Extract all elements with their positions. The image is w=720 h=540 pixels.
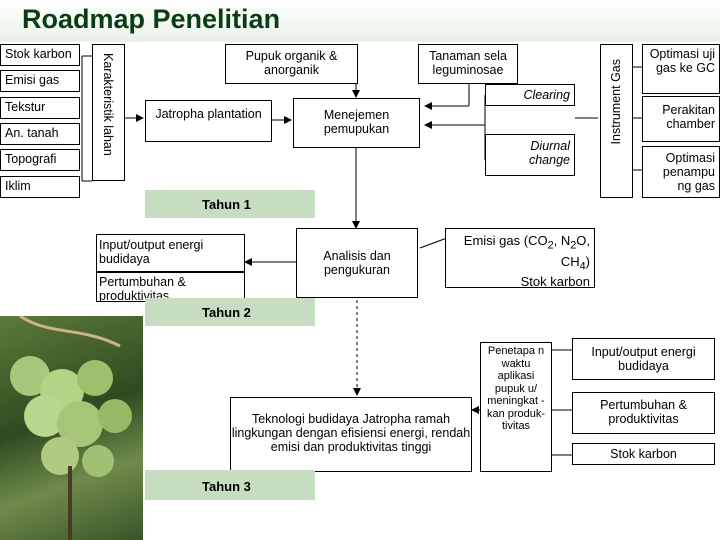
penetapan-box: Penetapa n waktu aplikasi pupuk u/ menin… xyxy=(480,342,552,472)
tahun2-band xyxy=(145,298,315,326)
diurnal-box: Diurnal change xyxy=(485,134,575,176)
left-item-an-tanah: An. tanah xyxy=(0,123,80,145)
right-item-optimasi-gc: Optimasi uji gas ke GC xyxy=(642,44,720,94)
tahun3-label: Tahun 3 xyxy=(202,479,251,494)
emisi-co2-sub: 2 xyxy=(547,239,554,252)
instrument-gas-label: Instrument Gas xyxy=(609,59,623,145)
teknologi-box: Teknologi budidaya Jatropha ramah lingku… xyxy=(230,397,472,472)
right-bottom-stok-karbon: Stok karbon xyxy=(572,443,715,465)
analisis-box: Analisis dan pengukuran xyxy=(296,228,418,298)
tahun1-band xyxy=(145,190,315,218)
tahun1-label: Tahun 1 xyxy=(202,197,251,212)
karakteristik-lahan-label: Karakteristik lahan xyxy=(101,53,115,156)
right-bottom-io-energi: Input/output energi budidaya xyxy=(572,338,715,380)
tahun3-band xyxy=(145,470,315,500)
emisi-ch4-sub: 4 xyxy=(579,260,586,273)
left-item-tekstur: Tekstur xyxy=(0,97,80,119)
pertumbuhan-box: Pertumbuhan & produktivitas xyxy=(96,272,245,302)
page-title: Roadmap Penelitian xyxy=(22,4,281,34)
right-item-perakitan: Perakitan chamber xyxy=(642,96,720,142)
emisi-prefix: Emisi gas (CO xyxy=(463,233,548,248)
clearing-box: Clearing xyxy=(485,84,575,106)
jatropha-box: Jatropha plantation xyxy=(145,100,272,142)
jatropha-fruit-photo xyxy=(0,316,143,540)
karakteristik-lahan-box: Karakteristik lahan xyxy=(92,44,125,181)
pupuk-box: Pupuk organik & anorganik xyxy=(225,44,358,84)
emisi-stok-karbon: Stok karbon xyxy=(520,274,590,288)
right-bottom-pertumbuhan: Pertumbuhan & produktivitas xyxy=(572,392,715,434)
left-item-stok-karbon: Stok karbon xyxy=(0,44,80,66)
emisi-suffix: ) xyxy=(585,253,590,269)
title-band xyxy=(0,0,720,42)
menejemen-box: Menejemen pemupukan xyxy=(293,98,420,148)
tahun2-label: Tahun 2 xyxy=(202,305,251,320)
fruit-cluster-image xyxy=(10,316,132,540)
left-item-topografi: Topografi xyxy=(0,149,80,171)
emisi-mid2: O, CH xyxy=(560,233,590,269)
emisi-n2o-sub: 2 xyxy=(570,239,577,252)
tanaman-sela-box: Tanaman sela leguminosae xyxy=(418,44,518,84)
io-energi-box: Input/output energi budidaya xyxy=(96,234,245,272)
right-item-optimasi-penampung: Optimasi penampu ng gas xyxy=(642,146,720,198)
instrument-gas-box: Instrument Gas xyxy=(600,44,633,198)
left-item-emisi-gas: Emisi gas xyxy=(0,70,80,92)
left-item-iklim: Iklim xyxy=(0,176,80,198)
emisi-stok-box: Emisi gas (CO2, N2O, CH4) Stok karbon xyxy=(445,228,595,288)
emisi-mid1: , N xyxy=(553,233,571,248)
